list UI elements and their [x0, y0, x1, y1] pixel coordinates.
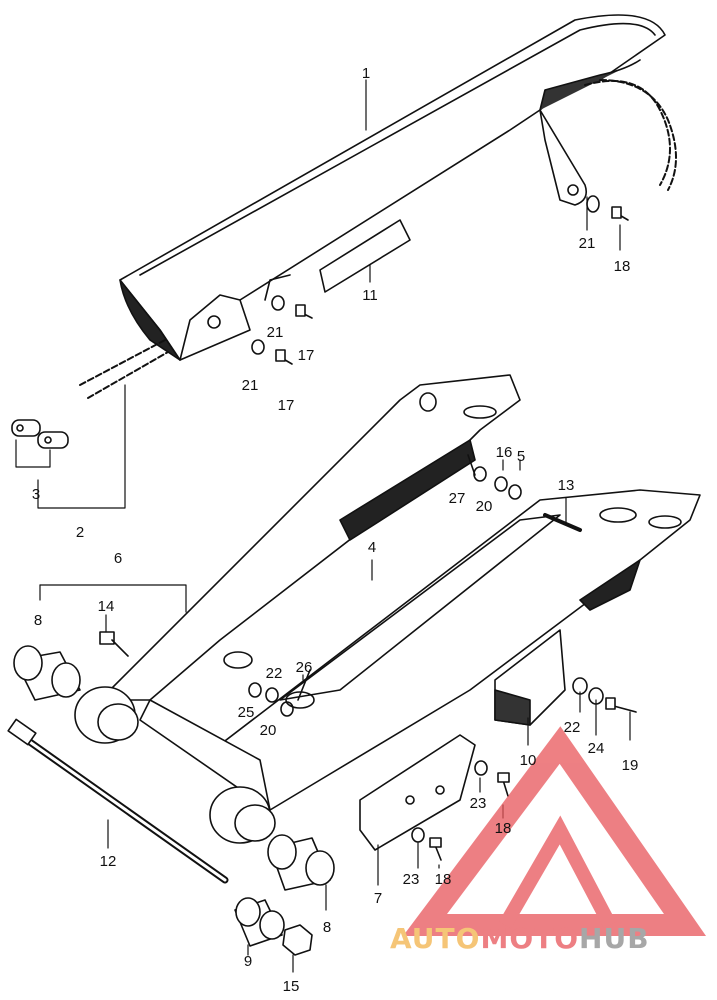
callout-17-b: 17: [278, 397, 295, 414]
callout-25: 25: [238, 704, 255, 721]
pivot-tube: [74, 686, 276, 844]
chain-slider: [494, 629, 566, 726]
automotohub-watermark: AUTOMOTOHUB: [390, 726, 707, 955]
bolts: [275, 206, 637, 861]
pivot-bushing-right: [267, 834, 335, 891]
callout-23-a: 23: [470, 795, 487, 812]
watermark-triangle: [403, 726, 707, 936]
callout-21-c: 21: [579, 235, 596, 252]
callout-5: 5: [517, 448, 525, 465]
drive-chain-upper: [584, 79, 677, 191]
callout-20-a: 20: [476, 498, 493, 515]
callout-3: 3: [32, 486, 40, 503]
chain-case: [119, 14, 666, 361]
callout-1: 1: [362, 65, 370, 82]
callout-21-a: 21: [267, 324, 284, 341]
callout-2: 2: [76, 524, 84, 541]
watermark-auto: AUTO: [390, 922, 480, 955]
callout-7: 7: [374, 890, 382, 907]
callout-9: 9: [244, 953, 252, 970]
pivot-collar: [234, 897, 285, 947]
grease-fitting: [99, 631, 129, 657]
callout-20-b: 20: [260, 722, 277, 739]
callout-27: 27: [449, 490, 466, 507]
callout-4: 4: [368, 539, 376, 556]
callout-21-b: 21: [242, 377, 259, 394]
adjuster-bolt: [543, 513, 582, 532]
callout-24: 24: [588, 740, 605, 757]
callout-11: 11: [362, 287, 378, 304]
callout-26: 26: [296, 659, 313, 676]
swing-arm: [99, 374, 701, 811]
callout-6: 6: [114, 550, 122, 567]
callout-22-b: 22: [564, 719, 581, 736]
chain-master-link: [11, 419, 69, 449]
callout-19: 19: [622, 757, 639, 774]
callout-10: 10: [520, 752, 537, 769]
pivot-bushing-left: [13, 645, 81, 701]
chain-guide-plate: [359, 734, 476, 851]
callout-18-b: 18: [495, 820, 512, 837]
callout-14: 14: [98, 598, 115, 615]
cotter-pin: [297, 669, 311, 701]
pivot-bolt: [7, 718, 229, 884]
pivot-nut: [282, 924, 313, 956]
callout-23-b: 23: [403, 871, 420, 888]
callout-16: 16: [496, 444, 513, 461]
watermark-moto: MOTO: [480, 922, 579, 955]
callout-17-a: 17: [298, 347, 315, 364]
callout-18-c: 18: [435, 871, 452, 888]
callout-8-a: 8: [34, 612, 42, 629]
callout-12: 12: [100, 853, 117, 870]
callout-13: 13: [558, 477, 575, 494]
watermark-hub: HUB: [579, 922, 650, 955]
callout-22-a: 22: [266, 665, 283, 682]
drive-chain-lower: [79, 339, 169, 399]
svg-text:AUTOMOTOHUB: AUTOMOTOHUB: [390, 922, 650, 955]
decal-plate: [319, 219, 411, 293]
callout-18-a: 18: [614, 258, 631, 275]
callout-15: 15: [283, 978, 300, 995]
callout-8-b: 8: [323, 919, 331, 936]
